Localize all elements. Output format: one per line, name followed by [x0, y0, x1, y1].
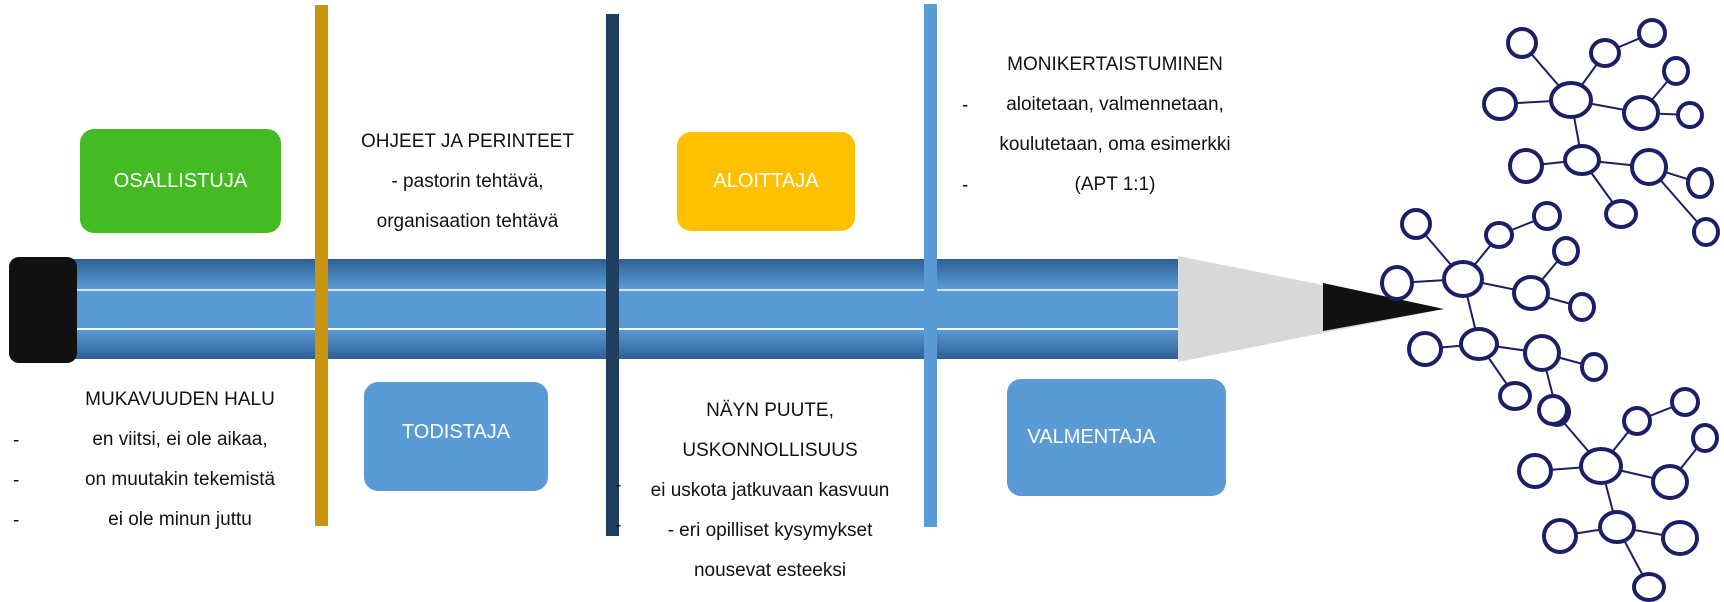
- obstacle-item: koulutetaan, oma esimerkki: [999, 134, 1231, 155]
- network-node: [1580, 352, 1608, 382]
- network-node: [1517, 453, 1553, 489]
- obstacle-item: - pastorin tehtävä,: [391, 171, 544, 192]
- obstacle-title: MUKAVUUDEN HALU: [85, 389, 275, 410]
- network-node: [1589, 38, 1621, 68]
- obstacle-title: NÄYN PUUTE,: [706, 400, 834, 421]
- divider-bar-gold: [315, 5, 328, 526]
- network-node: [1661, 520, 1699, 556]
- obstacle-title: OHJEET JA PERINTEET: [361, 131, 574, 152]
- obstacle-item: ei ole minun juttu: [108, 509, 252, 530]
- role-box-osallistuja: OSALLISTUJA: [80, 129, 281, 233]
- bullet-dash: -: [962, 95, 969, 116]
- bullet-dash: -: [13, 470, 20, 491]
- network-node: [1670, 387, 1700, 417]
- network-node: [1692, 217, 1720, 247]
- role-label-valmentaja: VALMENTAJA: [1027, 426, 1156, 448]
- role-label-aloittaja: ALOITTAJA: [713, 170, 819, 192]
- bullet-dash: -: [13, 510, 20, 531]
- obstacle-item: ei uskota jatkuvaan kasvuun: [650, 480, 890, 501]
- network-node: [1532, 201, 1562, 231]
- network-node: [1686, 167, 1714, 199]
- network-node: [1579, 447, 1623, 485]
- obstacle-title: USKONNOLLISUUS: [682, 440, 858, 461]
- network-node: [1691, 423, 1719, 453]
- network-node: [1622, 95, 1660, 131]
- network-node: [1459, 327, 1499, 361]
- obstacle-item: on muutakin tekemistä: [84, 469, 276, 490]
- pencil-lead: [1323, 283, 1444, 331]
- network-node: [1563, 144, 1601, 176]
- network-node: [1651, 464, 1689, 500]
- network-node: [1676, 101, 1704, 129]
- network-node: [1407, 331, 1443, 367]
- obstacle-item: - eri opilliset kysymykset: [667, 520, 873, 541]
- obstacle-item: en viitsi, ei ole aikaa,: [92, 429, 268, 450]
- divider-bar-navy: [606, 14, 619, 536]
- network-node: [1552, 236, 1580, 266]
- obstacle-mukavuuden-halu: MUKAVUUDEN HALU en viitsi, ei ole aikaa,…: [30, 380, 330, 540]
- obstacle-nayn-puute: NÄYN PUUTE, USKONNOLLISUUS ei uskota jat…: [615, 391, 925, 591]
- network-node: [1632, 572, 1666, 602]
- network-node: [1637, 18, 1667, 48]
- divider-bar-blue: [924, 4, 937, 527]
- network-node: [1482, 87, 1518, 121]
- network-node: [1380, 265, 1414, 301]
- obstacle-item: (APT 1:1): [1074, 174, 1156, 195]
- network-node: [1598, 510, 1636, 544]
- role-box-aloittaja: ALOITTAJA: [677, 132, 855, 231]
- bullet-dash: -: [615, 515, 622, 536]
- bullet-dash: -: [615, 475, 622, 496]
- network-node: [1512, 275, 1550, 311]
- network-node: [1630, 148, 1668, 186]
- pencil-eraser: [9, 257, 77, 363]
- pencil-wood: [1178, 256, 1444, 362]
- bullet-dash: -: [13, 430, 20, 451]
- network-node: [1537, 394, 1569, 426]
- obstacle-ohjeet-ja-perinteet: OHJEET JA PERINTEET - pastorin tehtävä, …: [330, 122, 605, 242]
- obstacle-item: organisaation tehtävä: [376, 211, 559, 232]
- network-node: [1549, 81, 1593, 119]
- obstacle-item: nousevat esteeksi: [693, 560, 847, 581]
- obstacle-item: aloitetaan, valmennetaan,: [1006, 94, 1224, 115]
- role-label-todistaja: TODISTAJA: [401, 421, 511, 443]
- pencil-body: [60, 259, 1178, 359]
- network-node: [1508, 148, 1544, 184]
- network-node: [1568, 292, 1596, 322]
- bullet-dash: -: [962, 175, 969, 196]
- network-node: [1484, 221, 1514, 249]
- obstacle-monikertaistuminen: MONIKERTAISTUMINEN aloitetaan, valmennet…: [960, 45, 1270, 205]
- network-node: [1662, 56, 1690, 86]
- network-node: [1498, 381, 1532, 411]
- role-box-valmentaja: VALMENTAJA: [1007, 379, 1226, 496]
- role-label-osallistuja: OSALLISTUJA: [113, 169, 248, 192]
- network-node: [1542, 518, 1578, 554]
- network-node: [1506, 27, 1538, 59]
- network-node: [1442, 260, 1484, 298]
- network-node: [1523, 334, 1561, 372]
- network-node: [1604, 199, 1638, 229]
- network-node: [1622, 406, 1652, 436]
- role-box-todistaja: TODISTAJA: [364, 382, 548, 491]
- network-node: [1400, 208, 1432, 240]
- obstacle-title: MONIKERTAISTUMINEN: [1007, 54, 1223, 75]
